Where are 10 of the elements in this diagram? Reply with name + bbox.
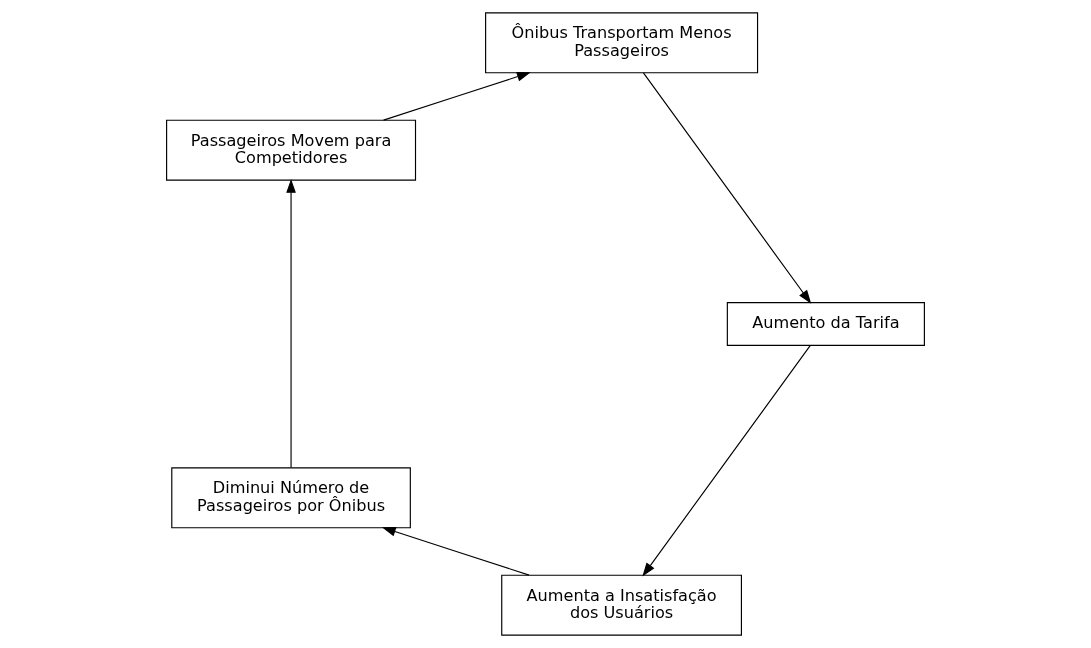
- node-box: Passageiros Movem para Competidores: [166, 119, 417, 181]
- arrow: [642, 345, 811, 577]
- node-box: Aumenta a Insatisfação dos Usuários: [501, 574, 742, 636]
- node-box: Ônibus Transportam Menos Passageiros: [485, 12, 759, 74]
- arrow: [383, 72, 531, 121]
- node-box: Aumento da Tarifa: [726, 302, 925, 346]
- arrow: [642, 72, 812, 304]
- arrow: [286, 178, 296, 469]
- arrow: [381, 526, 530, 576]
- node-box: Diminui Número de Passageiros por Ônibus: [171, 467, 411, 529]
